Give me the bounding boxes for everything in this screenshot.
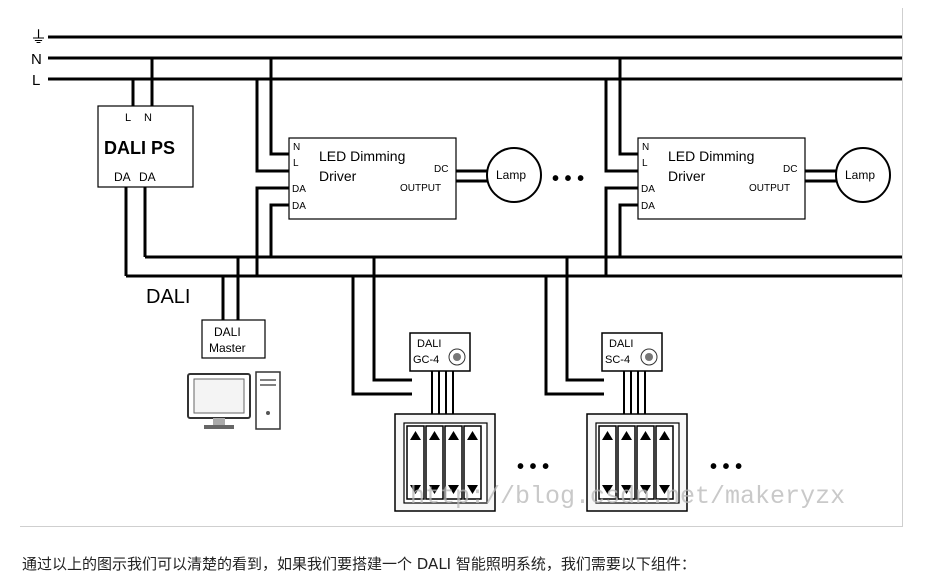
ground-symbol: ⏚ bbox=[30, 28, 47, 47]
ps-terminal-l: L bbox=[125, 112, 131, 124]
driver-1-title-line2: Driver bbox=[319, 168, 357, 184]
dali-ps-wiring bbox=[124, 58, 154, 276]
driver-1-pin-da2: DA bbox=[292, 201, 306, 212]
panel-2-button-2 bbox=[617, 425, 636, 500]
master-line1: DALI bbox=[214, 325, 241, 339]
lamp-1-label: Lamp bbox=[496, 168, 526, 182]
diagram-canvas: ⏚ N L DALI L N DALI PS DA DA N L DA DA L… bbox=[30, 28, 902, 512]
panel-2-button-4 bbox=[655, 425, 674, 500]
panel-ellipsis-2: • • • bbox=[710, 456, 742, 478]
master-wiring bbox=[221, 257, 240, 320]
driver-1-output-label: OUTPUT bbox=[400, 183, 441, 194]
panel-2-button-1-down-arrow bbox=[602, 485, 613, 494]
lamp-2 bbox=[835, 147, 891, 203]
dali-ps-box bbox=[97, 105, 194, 188]
driver-1-pin-da1: DA bbox=[292, 184, 306, 195]
driver-1-dc-label: DC bbox=[434, 164, 448, 175]
computer-icon bbox=[187, 371, 281, 430]
controller-1-wire-outer bbox=[351, 276, 412, 396]
ps-terminal-da1: DA bbox=[114, 170, 131, 184]
panel-1-button-2 bbox=[425, 425, 444, 500]
panel-2-button-4-down-arrow bbox=[659, 485, 670, 494]
rail-label-l: L bbox=[32, 72, 40, 89]
rail-label-n: N bbox=[31, 51, 42, 68]
controller-2-line2: SC-4 bbox=[605, 354, 630, 366]
driver-1-pin-l: L bbox=[293, 158, 299, 169]
panel-2-button-3-down-arrow bbox=[640, 485, 651, 494]
dali-ps-title: DALI PS bbox=[104, 138, 175, 158]
controller-2-knob-icon bbox=[640, 348, 658, 366]
controller-1-wiring bbox=[351, 257, 412, 396]
panel-2-button-1-up-arrow bbox=[602, 431, 613, 440]
driver-ellipsis: • • • bbox=[552, 168, 584, 190]
panel-1-button-3-down-arrow bbox=[448, 485, 459, 494]
panel-1-button-4-up-arrow bbox=[467, 431, 478, 440]
driver-2-pin-da2: DA bbox=[641, 201, 655, 212]
driver-2-l-wire bbox=[604, 79, 638, 173]
panel-1-button-1-down-arrow bbox=[410, 485, 421, 494]
panel-2-button-4-up-arrow bbox=[659, 431, 670, 440]
dali-wiring-diagram: ⏚ N L DALI L N DALI PS DA DA N L DA DA L… bbox=[20, 8, 903, 527]
master-line2: Master bbox=[209, 341, 246, 355]
panel-1-button-1-up-arrow bbox=[410, 431, 421, 440]
panel-1-button-2-up-arrow bbox=[429, 431, 440, 440]
panel-1-button-4-down-arrow bbox=[467, 485, 478, 494]
driver-2-da2-wire bbox=[618, 203, 638, 257]
panel-ellipsis-1: • • • bbox=[517, 456, 549, 478]
power-rails bbox=[48, 35, 902, 81]
controller-2-wiring bbox=[544, 257, 604, 396]
controller-1-line2: GC-4 bbox=[413, 354, 439, 366]
driver-1-da1-wire bbox=[255, 186, 289, 276]
controller-1-cable bbox=[431, 371, 454, 414]
driver-1-l-wire bbox=[255, 79, 289, 173]
driver-2-wiring bbox=[604, 58, 837, 276]
dali-master-box bbox=[201, 319, 266, 359]
watermark: http://blog.csdn.net/makeryzx bbox=[410, 482, 845, 511]
controller-2-cable bbox=[623, 371, 646, 414]
controller-1-line1: DALI bbox=[417, 338, 441, 350]
controller-2-line1: DALI bbox=[609, 338, 633, 350]
driver-1-n-wire bbox=[269, 58, 289, 156]
panel-1-button-3 bbox=[444, 425, 463, 500]
driver-1-title-line1: LED Dimming bbox=[319, 148, 405, 164]
driver-1-wiring bbox=[255, 58, 487, 276]
panel-1-button-1 bbox=[406, 425, 425, 500]
panel-2-button-2-down-arrow bbox=[621, 485, 632, 494]
driver-1-pin-n: N bbox=[293, 142, 300, 153]
driver-2-da1-wire bbox=[604, 186, 638, 276]
driver-2-n-wire bbox=[618, 58, 638, 156]
controller-2-wire-inner bbox=[565, 257, 604, 382]
controller-1-knob-icon bbox=[448, 348, 466, 366]
lamp-2-label: Lamp bbox=[845, 168, 875, 182]
lamp-1 bbox=[486, 147, 542, 203]
panel-2-button-3-up-arrow bbox=[640, 431, 651, 440]
driver-2-title-line1: LED Dimming bbox=[668, 148, 754, 164]
controller-2-wire-outer bbox=[544, 276, 604, 396]
driver-2-box bbox=[637, 137, 806, 220]
ps-terminal-n: N bbox=[144, 112, 152, 124]
switch-panel-2-buttons bbox=[598, 425, 674, 500]
dali-bus bbox=[126, 255, 902, 278]
driver-2-pin-da1: DA bbox=[641, 184, 655, 195]
driver-2-output-label: OUTPUT bbox=[749, 183, 790, 194]
driver-2-pin-l: L bbox=[642, 158, 648, 169]
switch-panel-1-buttons bbox=[406, 425, 482, 500]
panel-1-button-2-down-arrow bbox=[429, 485, 440, 494]
driver-1-box bbox=[288, 137, 457, 220]
panel-2-button-1 bbox=[598, 425, 617, 500]
panel-1-button-4 bbox=[463, 425, 482, 500]
caption-paragraph: 通过以上的图示我们可以清楚的看到，如果我们要搭建一个 DALI 智能照明系统，我… bbox=[22, 555, 696, 573]
dali-bus-label: DALI bbox=[146, 286, 190, 308]
panel-1-button-3-up-arrow bbox=[448, 431, 459, 440]
driver-2-dc-label: DC bbox=[783, 164, 797, 175]
driver-1-da2-wire bbox=[269, 203, 289, 257]
panel-2-button-3 bbox=[636, 425, 655, 500]
controller-1-wire-inner bbox=[372, 257, 412, 382]
ps-terminal-da2: DA bbox=[139, 170, 156, 184]
driver-2-title-line2: Driver bbox=[668, 168, 706, 184]
driver-2-pin-n: N bbox=[642, 142, 649, 153]
panel-2-button-2-up-arrow bbox=[621, 431, 632, 440]
